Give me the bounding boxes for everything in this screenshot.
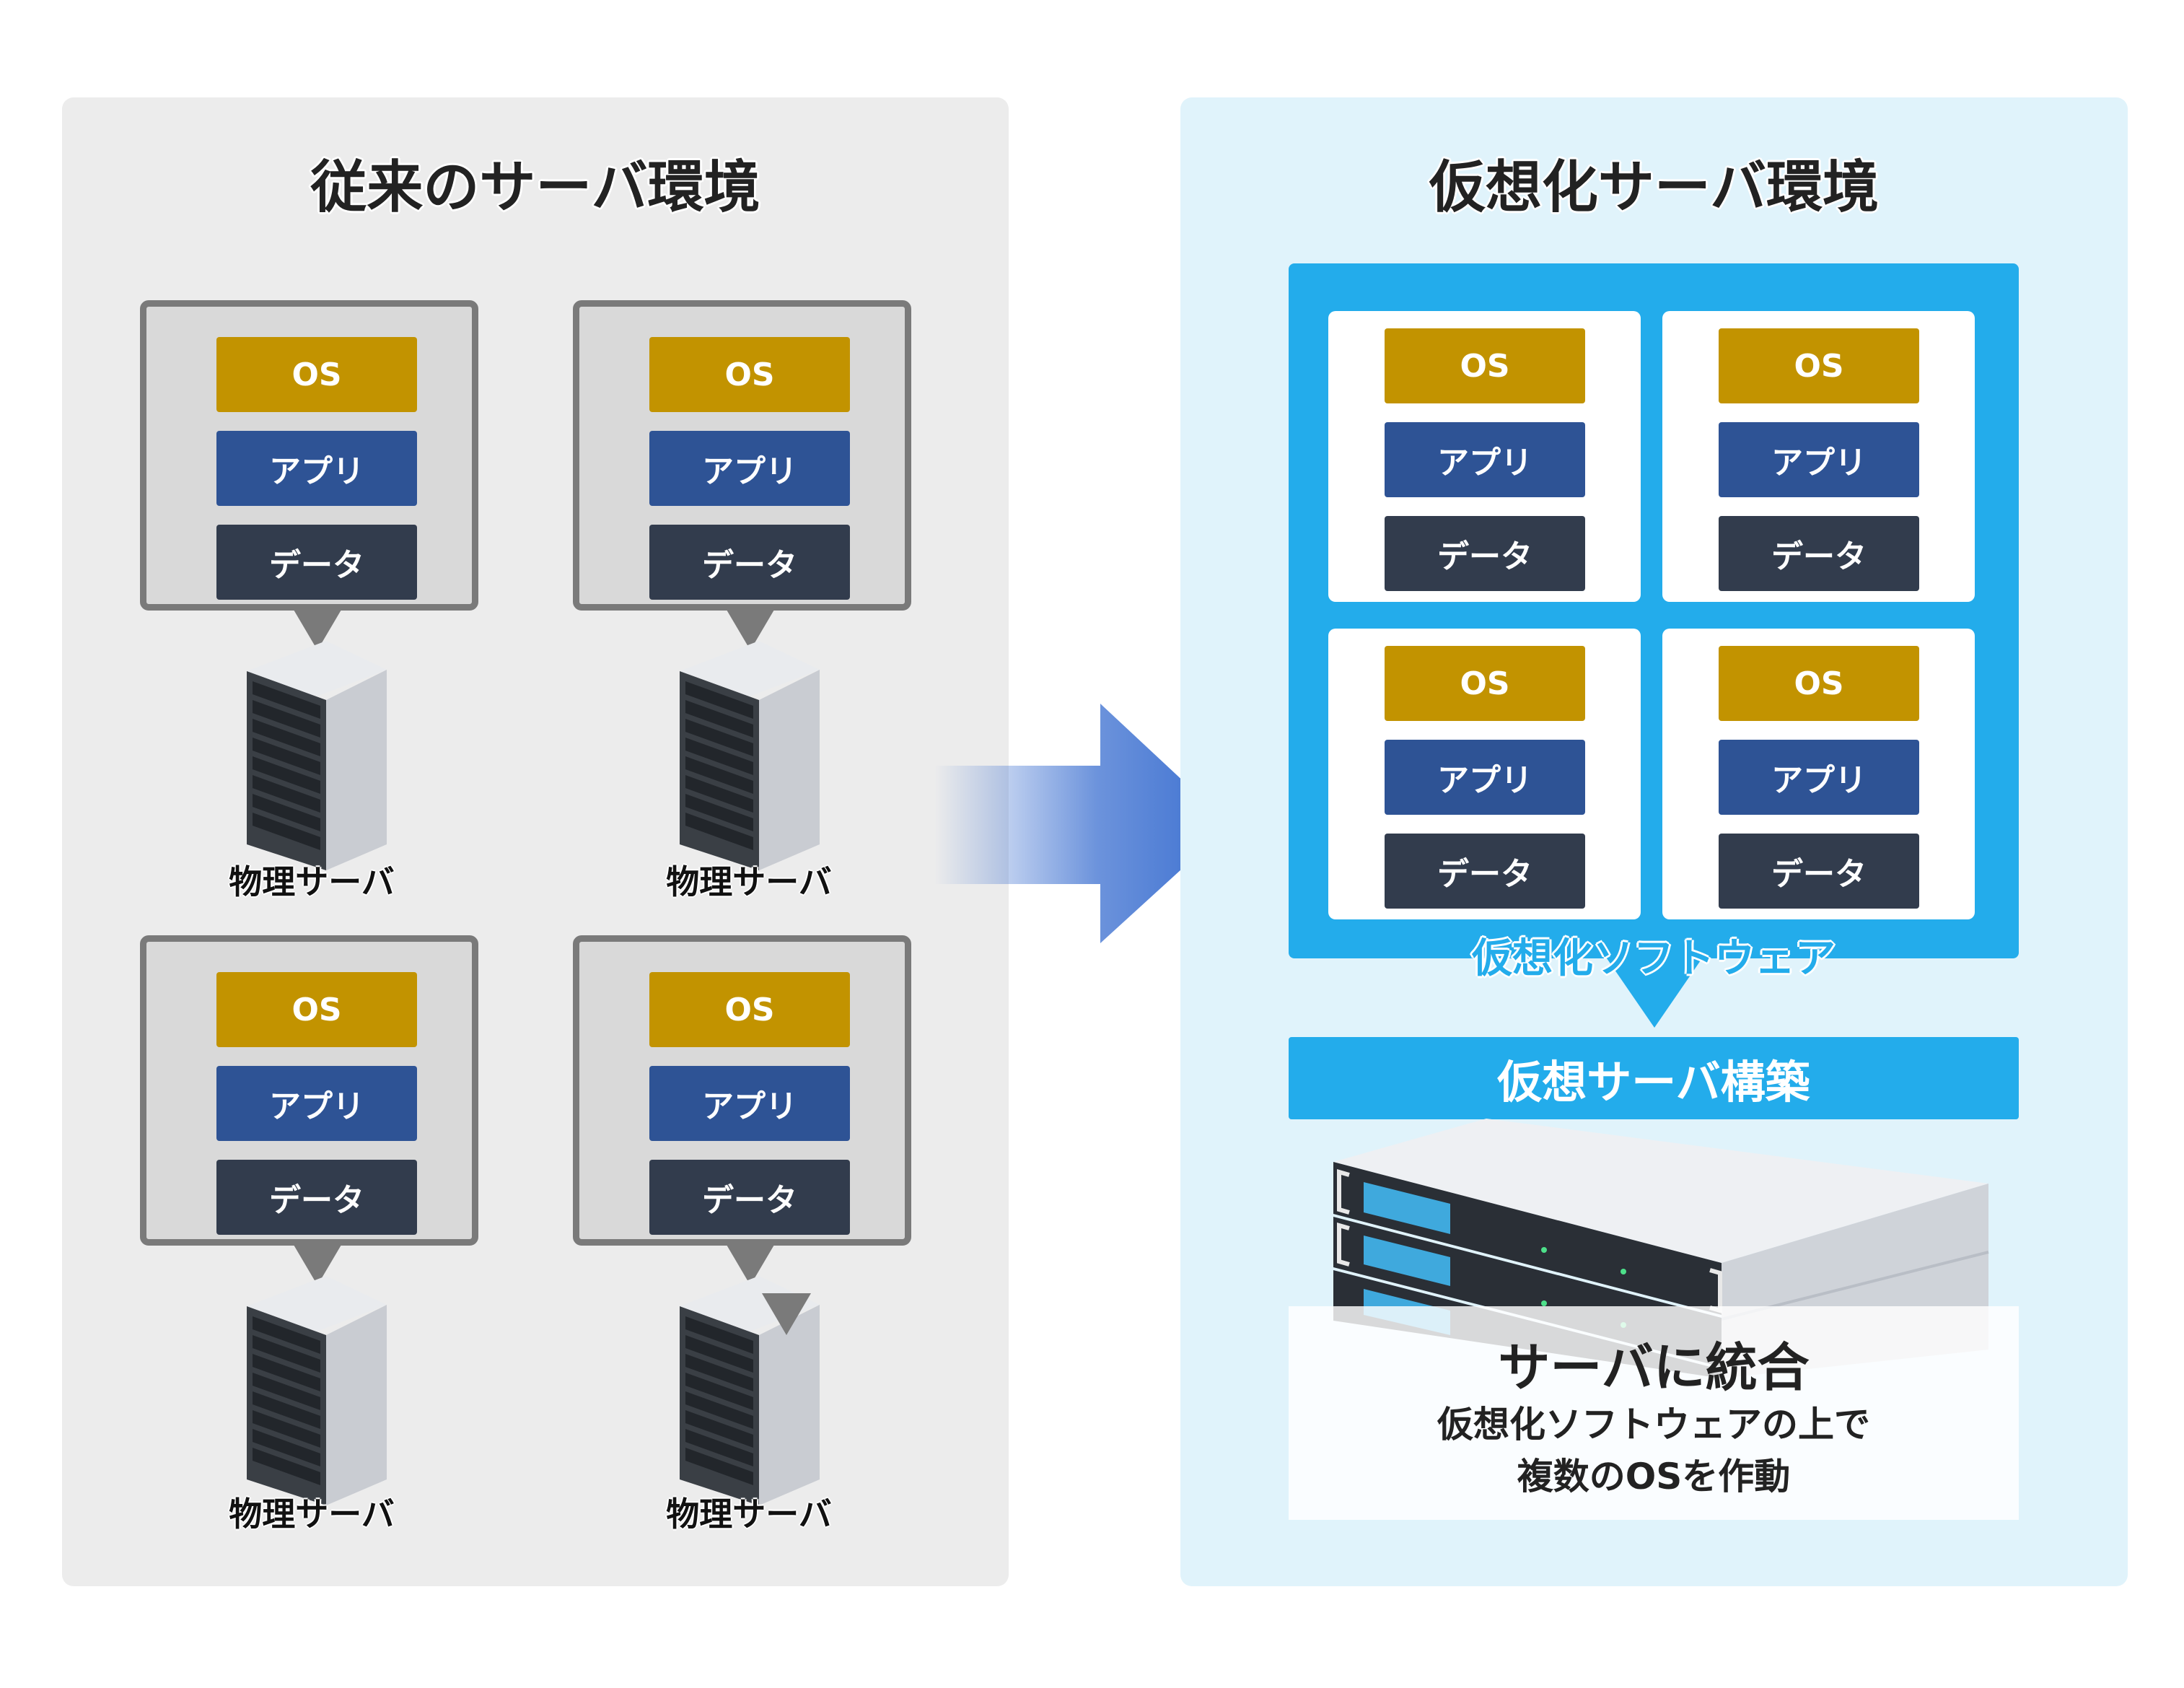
virtualized-environment-title: 仮想化サーバ環境 [1429, 155, 1880, 220]
app-block: アプリ [216, 1066, 417, 1141]
virtual-machine-card: OS アプリ データ [1328, 311, 1641, 602]
physical-server-icon [680, 1276, 820, 1505]
virtual-machine-card: OS アプリ データ [1662, 311, 1975, 602]
app-block: アプリ [1385, 422, 1585, 497]
data-block: データ [649, 525, 850, 600]
virtual-machine-card: OS アプリ データ [1662, 629, 1975, 919]
consolidation-description-line: 仮想化ソフトウェアの上で [1437, 1404, 1870, 1446]
physical-server-label: 物理サーバ [666, 862, 832, 901]
os-block: OS [649, 972, 850, 1047]
virtual-server-build-bar: 仮想サーバ構築 [1289, 1037, 2019, 1119]
virtualization-software-label: 仮想化ソフトウェア [1472, 935, 1836, 982]
app-block: アプリ [1719, 740, 1919, 815]
os-block: OS [216, 337, 417, 412]
data-block: データ [216, 1160, 417, 1235]
server-stack-box: OS アプリ データ [573, 935, 911, 1246]
pointer-arrow [294, 1245, 341, 1285]
consolidation-title: サーバに統合 [1498, 1337, 1810, 1398]
physical-server-label: 物理サーバ [229, 1495, 395, 1534]
virtualization-software-container: OS アプリ データ OS アプリ データ OS アプリ データ OS アプリ … [1289, 263, 2019, 958]
os-block: OS [1385, 646, 1585, 721]
server-stack-box: OS アプリ データ [140, 300, 478, 611]
physical-server-label: 物理サーバ [666, 1495, 832, 1534]
data-block: データ [649, 1160, 850, 1235]
traditional-environment-title: 従来のサーバ環境 [310, 155, 760, 220]
app-block: アプリ [1385, 740, 1585, 815]
os-block: OS [1385, 328, 1585, 403]
data-block: データ [216, 525, 417, 600]
pointer-arrow [294, 610, 341, 650]
os-block: OS [649, 337, 850, 412]
app-block: アプリ [1719, 422, 1919, 497]
physical-server-label: 物理サーバ [229, 862, 395, 901]
consolidation-caption-box: サーバに統合 仮想化ソフトウェアの上で 複数のOSを作動 [1289, 1306, 2019, 1520]
physical-server-icon [680, 641, 820, 870]
pointer-arrow [1607, 958, 1702, 1028]
app-block: アプリ [649, 1066, 850, 1141]
consolidation-description-line: 複数のOSを作動 [1517, 1456, 1791, 1497]
data-block: データ [1385, 516, 1585, 591]
os-block: OS [1719, 646, 1919, 721]
data-block: データ [1719, 834, 1919, 909]
data-block: データ [1719, 516, 1919, 591]
server-stack-box: OS アプリ データ [573, 300, 911, 611]
physical-server-icon [247, 641, 387, 870]
pointer-arrow [727, 1245, 774, 1285]
server-stack-box: OS アプリ データ [140, 935, 478, 1246]
app-block: アプリ [649, 431, 850, 506]
pointer-arrow [727, 610, 774, 650]
app-block: アプリ [216, 431, 417, 506]
data-block: データ [1385, 834, 1585, 909]
consolidation-description: 仮想化ソフトウェアの上で 複数のOSを作動 [1289, 1399, 2019, 1503]
os-block: OS [216, 972, 417, 1047]
os-block: OS [1719, 328, 1919, 403]
transition-arrow [934, 704, 1230, 943]
physical-server-icon [247, 1276, 387, 1505]
virtual-machine-card: OS アプリ データ [1328, 629, 1641, 919]
